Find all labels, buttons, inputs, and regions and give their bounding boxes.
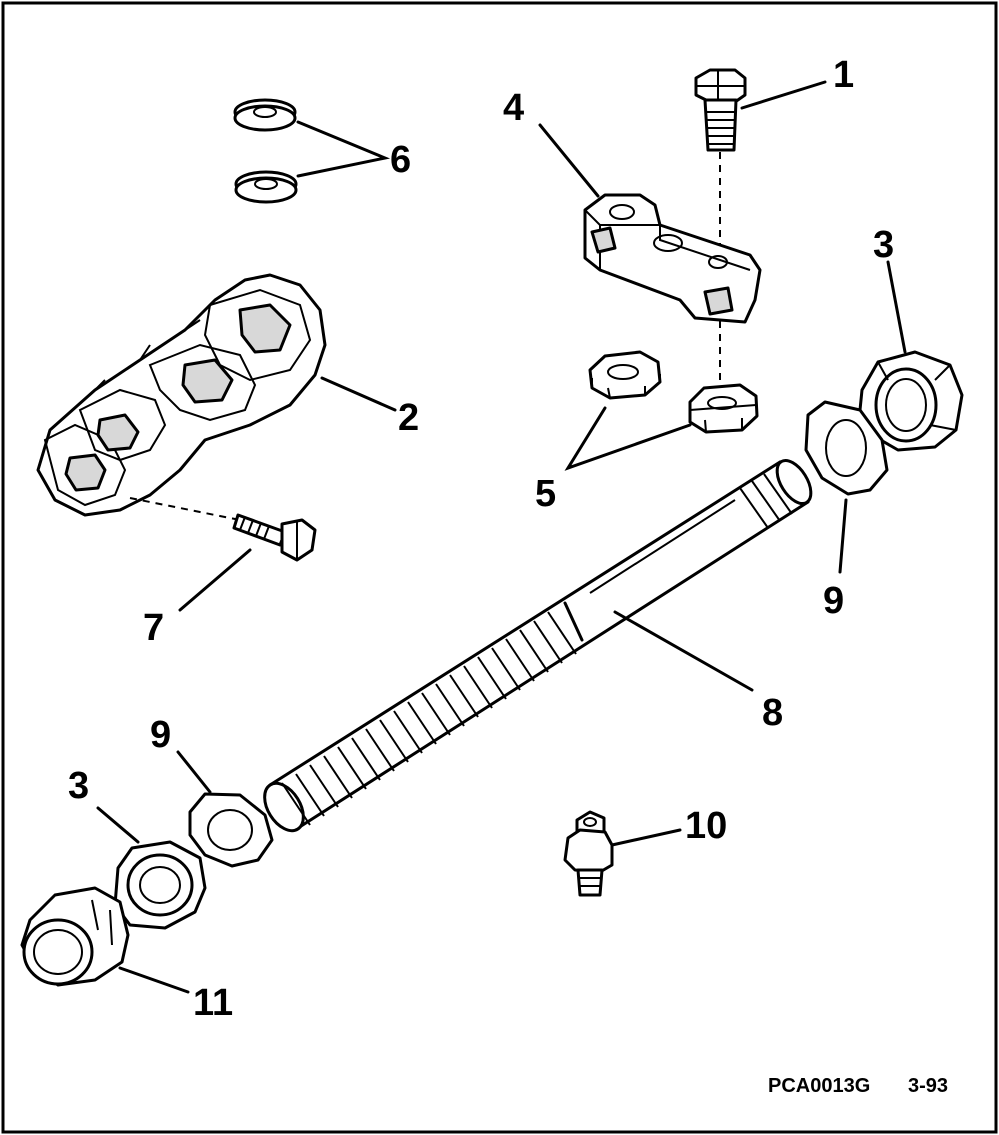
leader-4 <box>538 123 600 198</box>
callout-3-left: 3 <box>68 765 89 807</box>
callout-9-right: 9 <box>823 580 844 622</box>
callout-2: 2 <box>398 397 419 439</box>
nut-part-3-left <box>113 840 207 930</box>
callout-7: 7 <box>143 607 164 649</box>
washer-6-top <box>233 98 297 132</box>
callout-8: 8 <box>762 692 783 734</box>
callout-3-right: 3 <box>873 224 894 266</box>
leader-3-left <box>96 806 140 844</box>
callout-11: 11 <box>193 982 233 1024</box>
leader-5 <box>564 406 692 471</box>
nut-part-3-right <box>858 350 964 452</box>
figure-date: 3-93 <box>908 1075 948 1097</box>
callout-4: 4 <box>503 87 524 129</box>
nut-part-5-left <box>588 350 662 400</box>
dash-line-7 <box>129 497 241 521</box>
screw-part-7 <box>232 513 317 562</box>
leader-6 <box>296 120 391 178</box>
leader-3-right <box>886 260 907 354</box>
bolt-part-1 <box>694 68 747 152</box>
callout-1: 1 <box>833 54 854 96</box>
yoke-part-2 <box>36 273 327 517</box>
figure-code: PCA0013G <box>768 1075 870 1097</box>
callout-10: 10 <box>685 805 727 847</box>
bracket-part-4 <box>583 193 762 324</box>
callout-6: 6 <box>390 139 411 181</box>
cap-part-11 <box>20 886 130 987</box>
leader-7 <box>178 548 252 612</box>
washer-part-9-right <box>804 400 889 496</box>
leader-10 <box>610 828 682 847</box>
leader-8 <box>613 610 754 692</box>
callout-5: 5 <box>535 473 556 515</box>
fitting-part-10 <box>563 810 614 897</box>
callout-9-left: 9 <box>150 714 171 756</box>
leader-1 <box>740 80 827 110</box>
leader-11 <box>118 966 190 994</box>
leader-9-right <box>838 498 848 574</box>
leader-9-left <box>176 750 212 794</box>
washer-part-9-left <box>188 792 274 868</box>
shaft-part-8 <box>263 459 813 833</box>
washer-6-bottom <box>234 170 298 204</box>
leader-2 <box>320 376 397 412</box>
nut-part-5-right <box>688 383 759 434</box>
